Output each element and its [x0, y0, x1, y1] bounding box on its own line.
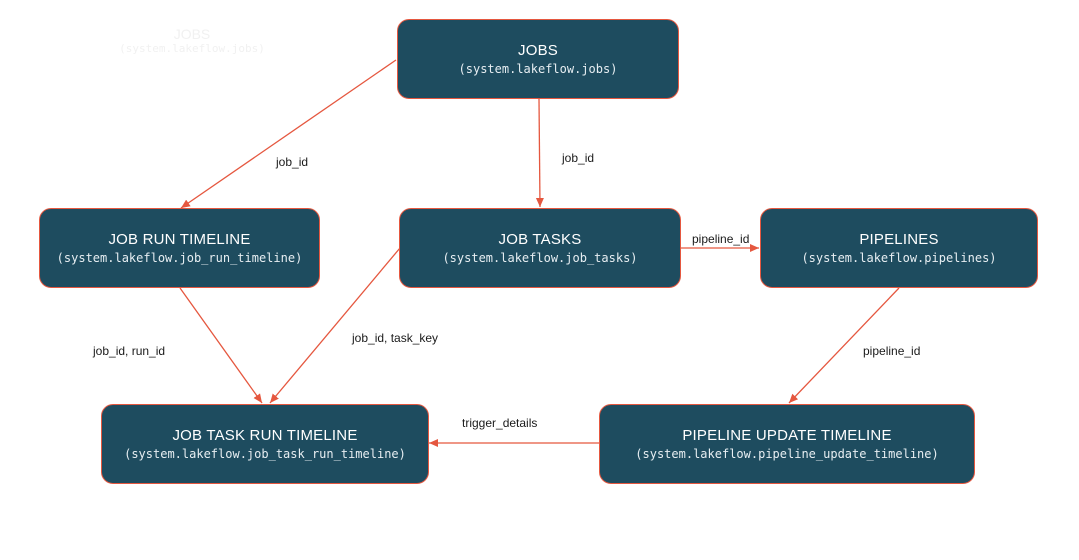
node-job-tasks[interactable]: JOB TASKS (system.lakeflow.job_tasks)	[399, 208, 681, 288]
node-pipeline-update-timeline[interactable]: PIPELINE UPDATE TIMELINE (system.lakeflo…	[599, 404, 975, 484]
edge-label-jobs-to-job-run-timeline: job_id	[276, 155, 309, 169]
node-job-run-timeline[interactable]: JOB RUN TIMELINE (system.lakeflow.job_ru…	[39, 208, 320, 288]
edge-label-jobs-to-job-tasks: job_id	[562, 151, 595, 165]
node-job-task-run-timeline-title: JOB TASK RUN TIMELINE	[172, 427, 358, 444]
node-jobs[interactable]: JOBS (system.lakeflow.jobs)	[397, 19, 679, 99]
edge-label-pipeline-update-timeline-to-job-task-run-timeline: trigger_details	[462, 416, 538, 430]
node-job-run-timeline-subtitle: (system.lakeflow.job_run_timeline)	[56, 251, 303, 265]
node-pipeline-update-timeline-title: PIPELINE UPDATE TIMELINE	[682, 427, 892, 444]
edge-jobs-to-job-run-timeline	[180, 59, 397, 209]
node-job-tasks-subtitle: (system.lakeflow.job_tasks)	[442, 251, 638, 265]
node-job-task-run-timeline[interactable]: JOB TASK RUN TIMELINE (system.lakeflow.j…	[101, 404, 429, 484]
node-job-run-timeline-title: JOB RUN TIMELINE	[108, 231, 251, 248]
node-pipelines-subtitle: (system.lakeflow.pipelines)	[801, 251, 997, 265]
edge-label-job-tasks-to-job-task-run-timeline: job_id, task_key	[352, 331, 439, 345]
edge-job-tasks-to-job-task-run-timeline	[269, 247, 401, 404]
edge-jobs-to-job-tasks	[535, 98, 544, 208]
node-job-tasks-title: JOB TASKS	[498, 231, 582, 248]
node-jobs-title: JOBS	[518, 42, 558, 59]
node-pipeline-update-timeline-subtitle: (system.lakeflow.pipeline_update_timelin…	[635, 447, 939, 461]
edge-pipelines-to-pipeline-update-timeline	[788, 287, 900, 404]
node-pipelines-title: PIPELINES	[859, 231, 939, 248]
ghost-jobs-title: JOBS	[173, 26, 211, 42]
node-pipelines[interactable]: PIPELINES (system.lakeflow.pipelines)	[760, 208, 1038, 288]
ghost-jobs-subtitle: (system.lakeflow.jobs)	[119, 42, 265, 55]
edge-label-job-run-timeline-to-job-task-run-timeline: job_id, run_id	[93, 344, 166, 358]
edge-job-run-timeline-to-job-task-run-timeline	[179, 287, 263, 404]
node-job-task-run-timeline-subtitle: (system.lakeflow.job_task_run_timeline)	[124, 447, 406, 461]
node-jobs-subtitle: (system.lakeflow.jobs)	[458, 62, 618, 76]
edge-label-job-tasks-to-pipelines: pipeline_id	[692, 232, 750, 246]
ghost-jobs-label: JOBS (system.lakeflow.jobs)	[92, 26, 292, 56]
edge-label-pipelines-to-pipeline-update-timeline: pipeline_id	[863, 344, 921, 358]
